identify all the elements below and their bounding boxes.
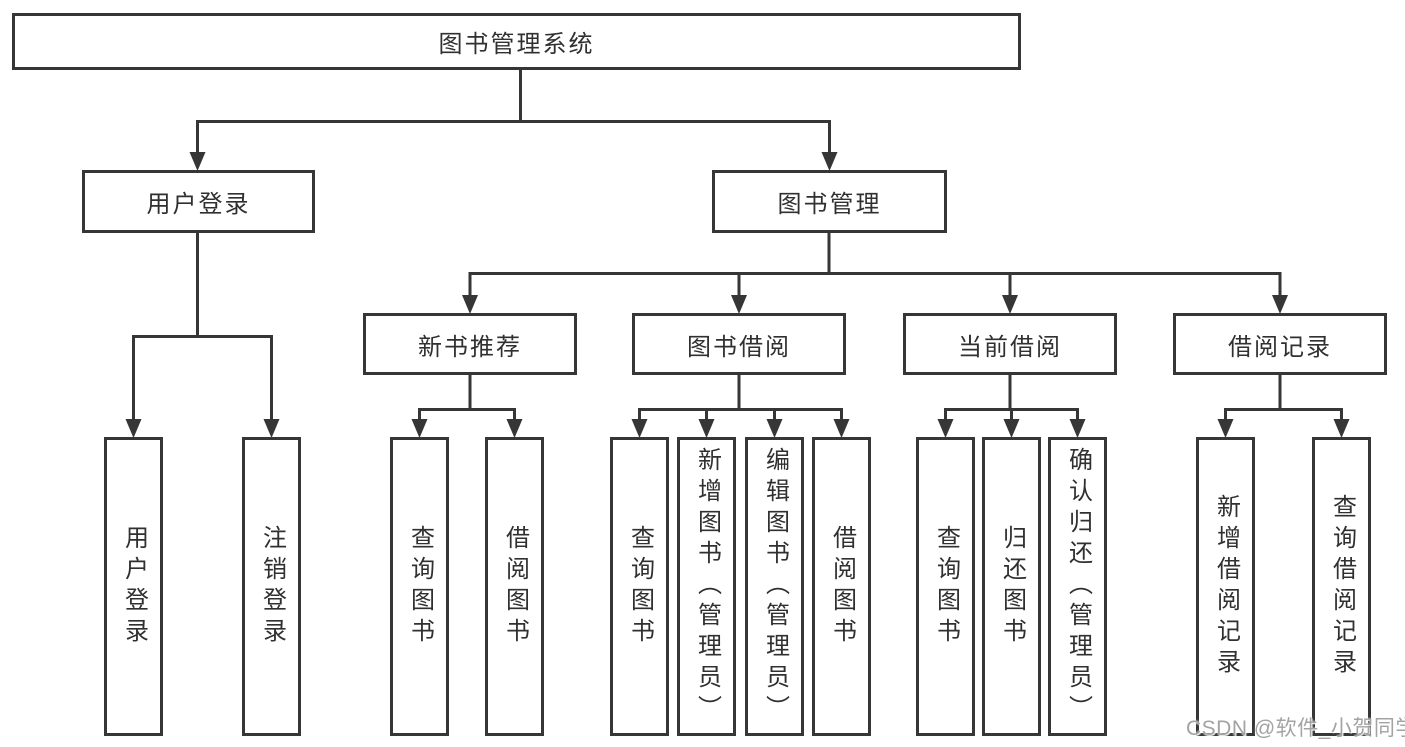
csdn-watermark: CSDN @软件_小贺同学 (1186, 717, 1405, 740)
node-label: 查询图书 (626, 524, 654, 649)
node-label: 新书推荐 (418, 333, 522, 361)
leaf-current-return-books: 归还图书 (982, 437, 1041, 736)
leaf-logout: 注销登录 (242, 437, 301, 736)
node-label: 用户登录 (146, 191, 251, 218)
leaf-records-add-record: 新增借阅记录 (1196, 437, 1255, 736)
node-new-book-recommend: 新书推荐 (363, 313, 577, 375)
edge-book-borrow-to-leaves (631, 373, 850, 438)
edge-borrow-records-to-leaves (1217, 373, 1350, 438)
node-label: 新增借阅记录 (1212, 493, 1240, 680)
node-label: 借阅图书 (501, 524, 529, 649)
node-label: 借阅图书 (828, 524, 856, 649)
leaf-records-query-record: 查询借阅记录 (1312, 437, 1371, 736)
edge-book-management-to-level3 (462, 231, 1288, 314)
node-label: 查询图书 (932, 524, 960, 649)
leaf-user-login: 用户登录 (104, 437, 163, 736)
edge-current-borrow-to-leaves (937, 373, 1086, 438)
node-label: 用户登录 (120, 524, 148, 649)
node-label: 图书借阅 (687, 333, 791, 361)
node-label: 查询借阅记录 (1328, 493, 1356, 680)
node-current-borrow: 当前借阅 (903, 313, 1117, 375)
edge-root-to-level2 (189, 68, 838, 171)
node-book-borrow: 图书借阅 (632, 313, 846, 375)
node-user-login: 用户登录 (82, 170, 315, 233)
node-label: 确认归还（管理员） (1064, 447, 1092, 726)
node-book-management: 图书管理 (712, 170, 947, 233)
leaf-borrow-edit-books-admin: 编辑图书（管理员） (745, 437, 804, 736)
edge-new-book-recommend-to-leaves (411, 373, 523, 438)
node-label: 注销登录 (258, 524, 286, 649)
leaf-current-query-books: 查询图书 (916, 437, 975, 736)
node-label: 查询图书 (406, 524, 434, 649)
node-label: 借阅记录 (1228, 333, 1332, 361)
node-label: 当前借阅 (958, 333, 1062, 361)
node-label: 新增图书（管理员） (693, 447, 721, 726)
node-label: 编辑图书（管理员） (761, 447, 789, 726)
leaf-borrow-borrow-books: 借阅图书 (812, 437, 871, 736)
leaf-current-confirm-return-admin: 确认归还（管理员） (1048, 437, 1107, 736)
leaf-recommend-query-books: 查询图书 (390, 437, 449, 736)
leaf-borrow-add-books-admin: 新增图书（管理员） (677, 437, 736, 736)
node-label: 图书管理 (777, 191, 882, 218)
node-root-system: 图书管理系统 (12, 13, 1021, 70)
edge-user-login-to-leaves (125, 231, 280, 438)
leaf-borrow-query-books: 查询图书 (610, 437, 669, 736)
leaf-recommend-borrow-books: 借阅图书 (485, 437, 544, 736)
node-borrow-records: 借阅记录 (1173, 313, 1387, 375)
node-label: 归还图书 (998, 524, 1026, 649)
node-label: 图书管理系统 (438, 31, 595, 58)
